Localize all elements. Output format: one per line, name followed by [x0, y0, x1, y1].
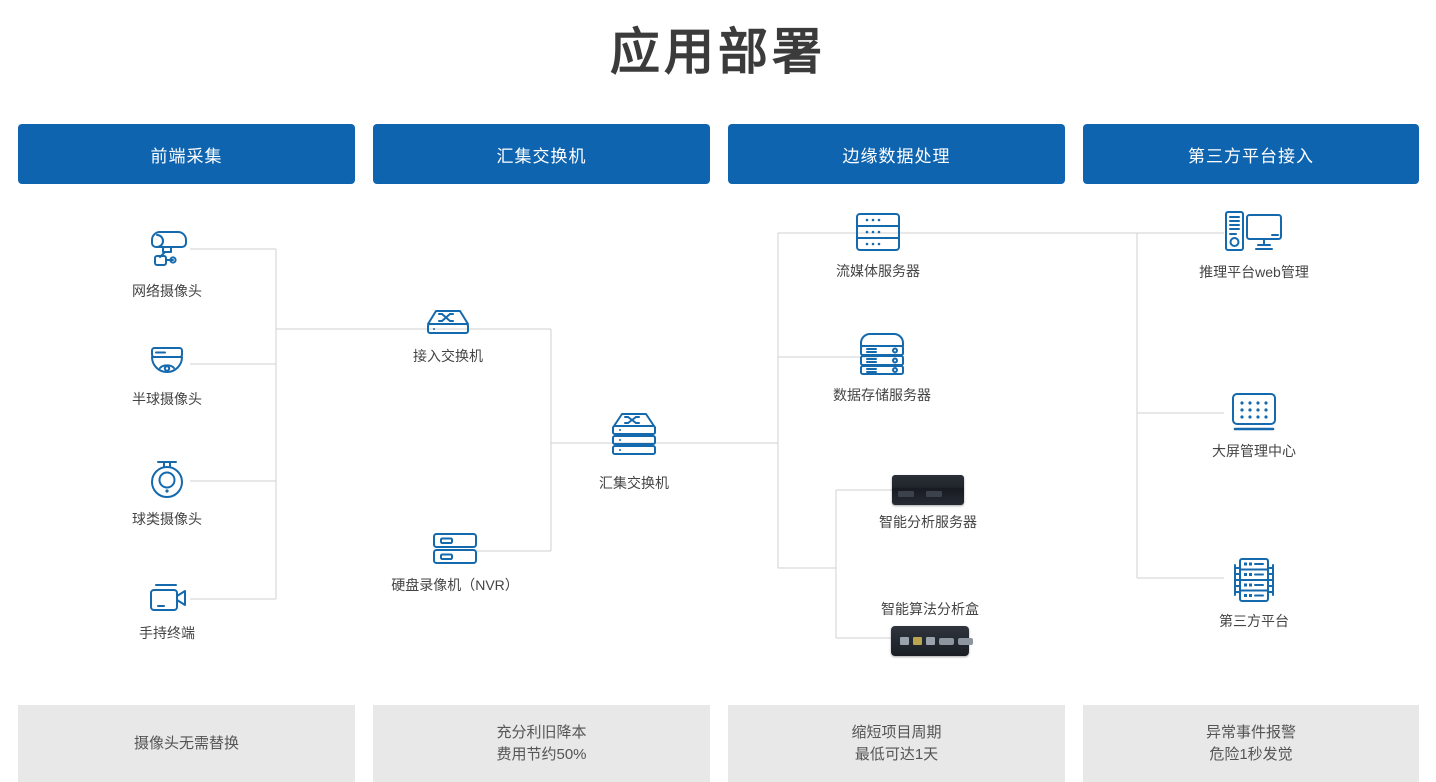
- node-aggregation-switch[interactable]: 汇集交换机: [554, 410, 714, 493]
- switch-icon: [418, 305, 478, 339]
- node-label: 智能算法分析盒: [881, 601, 979, 617]
- column-header-front-end-capture: 前端采集: [18, 124, 355, 184]
- ptz-camera-icon: [139, 456, 195, 502]
- dome-camera-icon: [139, 342, 195, 382]
- node-third-party-platform[interactable]: 第三方平台: [1174, 556, 1334, 631]
- desktop-pc-icon: [1218, 209, 1290, 255]
- node-data-storage-server[interactable]: 数据存储服务器: [802, 330, 962, 405]
- server-rack-icon: [1224, 556, 1284, 604]
- page-title: 应用部署: [610, 24, 826, 80]
- dark-rack-server-icon: [892, 475, 964, 505]
- node-access-switch[interactable]: 接入交换机: [368, 305, 528, 366]
- node-ip-camera[interactable]: 网络摄像头: [87, 226, 247, 301]
- benefit-box-1: 摄像头无需替换: [18, 705, 355, 782]
- benefit-box-2: 充分利旧降本 费用节约50%: [373, 705, 710, 782]
- node-nvr[interactable]: 硬盘录像机（NVR）: [375, 530, 535, 595]
- node-video-wall[interactable]: 大屏管理中心: [1174, 390, 1334, 461]
- node-label: 数据存储服务器: [833, 387, 931, 403]
- benefit-line-2: 费用节约50%: [496, 746, 587, 763]
- benefit-line-2: 最低可达1天: [854, 746, 939, 763]
- video-wall-icon: [1224, 390, 1284, 434]
- benefit-line-1: 摄像头无需替换: [133, 734, 239, 752]
- storage-server-icon: [852, 330, 912, 378]
- benefit-box-4: 异常事件报警 危险1秒发觉: [1083, 705, 1419, 782]
- column-header-aggregation-switch: 汇集交换机: [373, 124, 710, 184]
- benefit-line-1: 充分利旧降本: [496, 724, 587, 741]
- node-streaming-server[interactable]: 流媒体服务器: [798, 210, 958, 281]
- node-label: 半球摄像头: [132, 391, 202, 407]
- node-label: 第三方平台: [1219, 613, 1289, 629]
- dark-edge-box-icon: [891, 626, 973, 656]
- benefit-line-1: 缩短项目周期: [851, 724, 942, 741]
- node-label: 手持终端: [139, 625, 195, 641]
- node-ptz-camera[interactable]: 球类摄像头: [87, 456, 247, 529]
- node-label: 流媒体服务器: [836, 263, 920, 279]
- benefit-line-1: 异常事件报警: [1205, 724, 1296, 741]
- node-web-platform[interactable]: 推理平台web管理: [1174, 209, 1334, 282]
- rack-server-icon: [848, 210, 908, 254]
- nvr-icon: [425, 530, 485, 568]
- node-label: 大屏管理中心: [1212, 443, 1296, 459]
- node-analysis-server[interactable]: 智能分析服务器: [848, 475, 1008, 532]
- node-label: 接入交换机: [413, 348, 483, 364]
- bullet-camera-icon: [139, 226, 195, 274]
- column-header-third-party-access: 第三方平台接入: [1083, 124, 1419, 184]
- node-label: 汇集交换机: [599, 475, 669, 491]
- node-label: 硬盘录像机（NVR）: [391, 577, 519, 593]
- node-label: 网络摄像头: [132, 283, 202, 299]
- column-header-edge-data-processing: 边缘数据处理: [728, 124, 1065, 184]
- node-handheld-terminal[interactable]: 手持终端: [87, 580, 247, 643]
- benefit-box-3: 缩短项目周期 最低可达1天: [728, 705, 1065, 782]
- node-algorithm-box[interactable]: 智能算法分析盒: [850, 599, 1010, 656]
- stacked-switch-icon: [603, 410, 665, 466]
- node-label: 智能分析服务器: [879, 514, 977, 530]
- camcorder-icon: [139, 580, 195, 616]
- node-label: 球类摄像头: [132, 511, 202, 527]
- benefit-line-2: 危险1秒发觉: [1209, 746, 1293, 763]
- node-label: 推理平台web管理: [1199, 264, 1309, 280]
- node-dome-camera[interactable]: 半球摄像头: [87, 342, 247, 409]
